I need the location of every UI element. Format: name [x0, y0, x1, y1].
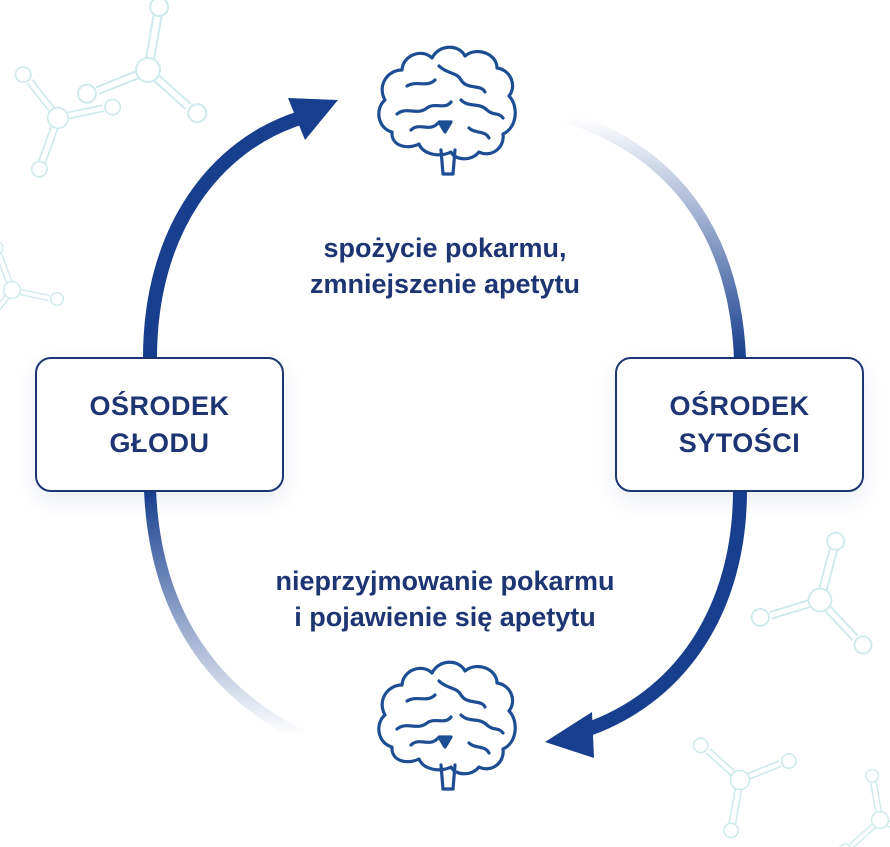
food-intake-caption: spożycie pokarmu, zmniejszenie apetytu [170, 230, 720, 302]
food-intake-caption-line1: spożycie pokarmu, [323, 233, 567, 263]
brain-icon [377, 660, 517, 791]
hunger-center-label-line2: GŁODU [109, 427, 210, 458]
hunger-center-label-line1: OŚRODEK [89, 390, 230, 421]
hunger-center-box: OŚRODEK GŁODU [35, 357, 284, 492]
satiety-upper-fade-arc [564, 112, 746, 364]
hunger-lower-fade-arc [144, 484, 306, 741]
satiety-to-brain-arrow [545, 483, 747, 758]
satiety-center-label-line1: OŚRODEK [669, 390, 810, 421]
food-intake-caption-line2: zmniejszenie apetytu [309, 269, 581, 299]
no-food-intake-caption: nieprzyjmowanie pokarmu i pojawienie się… [170, 563, 720, 635]
no-food-intake-caption-line1: nieprzyjmowanie pokarmu [275, 566, 615, 596]
hunger-to-brain-arrow [143, 98, 338, 365]
satiety-center-label-line2: SYTOŚCI [678, 427, 801, 458]
brain-icon [377, 45, 517, 176]
no-food-intake-caption-line2: i pojawienie się apetytu [294, 602, 596, 632]
satiety-center-box: OŚRODEK SYTOŚCI [615, 357, 864, 492]
